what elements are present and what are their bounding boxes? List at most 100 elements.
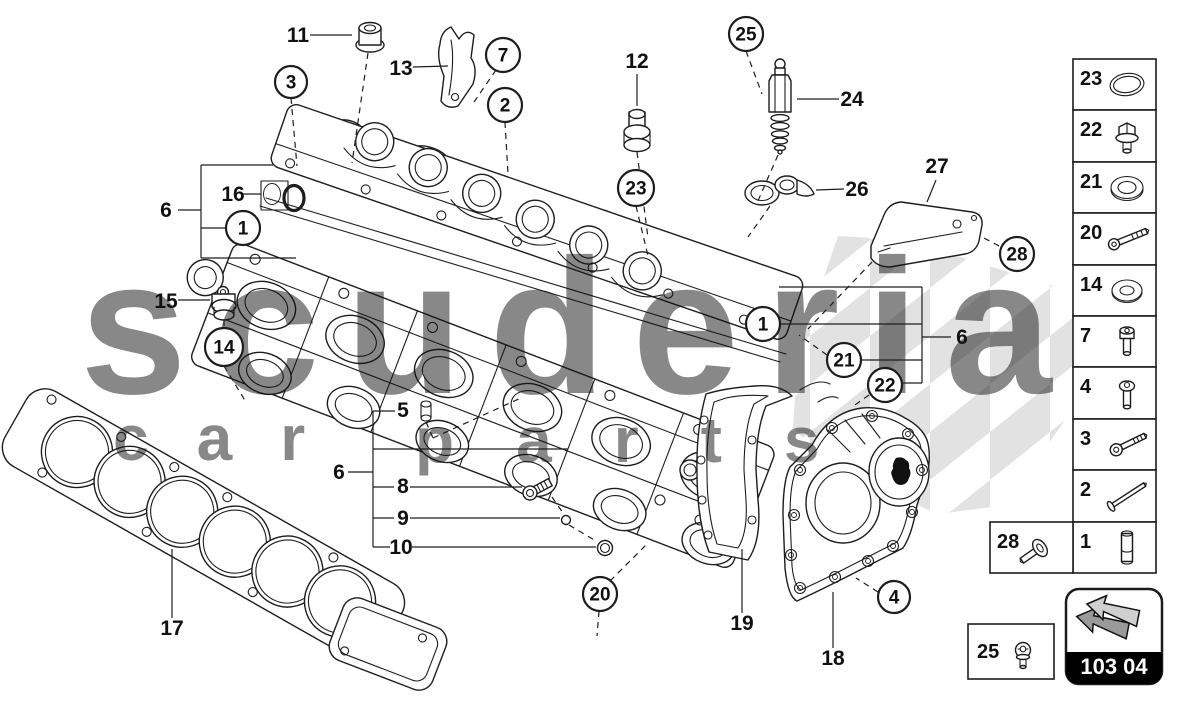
sidebar-cell-number: 21: [1080, 171, 1102, 193]
sidebar-cell-3[interactable]: 3: [1072, 418, 1157, 471]
back-arrow-icon: [1075, 594, 1141, 640]
callout-label-10[interactable]: 10: [389, 536, 412, 559]
callout-label-13[interactable]: 13: [389, 57, 412, 80]
sidebar-cell-number: 20: [1080, 222, 1102, 244]
watermark-line2-right: parts: [415, 404, 882, 476]
callout-circle-number: 2: [500, 96, 511, 117]
sidebar-cell-7[interactable]: 7: [1072, 315, 1157, 368]
footer-part-box[interactable]: 25: [967, 623, 1055, 680]
callout-circle-number: 22: [874, 376, 895, 397]
callout-circle-2[interactable]: 2: [486, 86, 524, 124]
sidebar-cell-number: 22: [1080, 119, 1102, 141]
callout-label-6[interactable]: 6: [956, 326, 968, 349]
plug-part-10-drawing: [596, 539, 614, 557]
callout-circle-number: 20: [589, 585, 610, 606]
sidebar-cell-23[interactable]: 23: [1072, 58, 1157, 111]
dowel-pin-icon: [1120, 530, 1134, 565]
callout-circle-number: 28: [1006, 245, 1027, 266]
callout-label-17[interactable]: 17: [160, 617, 183, 640]
callout-label-16[interactable]: 16: [221, 183, 244, 206]
callout-label-19[interactable]: 19: [730, 612, 753, 635]
callout-circle-7[interactable]: 7: [484, 36, 522, 74]
sidebar-cell-21[interactable]: 21: [1072, 161, 1157, 214]
callout-circle-20[interactable]: 20: [581, 575, 619, 613]
callout-circle-1[interactable]: 1: [744, 305, 782, 343]
callout-circle-3[interactable]: 3: [273, 64, 309, 100]
callout-circle-25[interactable]: 25: [727, 15, 765, 53]
sidebar-cell-20[interactable]: 20: [1072, 212, 1157, 266]
callout-label-18[interactable]: 18: [821, 647, 845, 670]
grommet-part-drawing: [355, 21, 385, 53]
sidebar-cell-number: 1: [1080, 531, 1091, 553]
sidebar-cell-28[interactable]: 28: [989, 521, 1074, 574]
callout-label-24[interactable]: 24: [840, 88, 864, 111]
callout-circle-28[interactable]: 28: [998, 235, 1036, 273]
leader-lines: [171, 34, 1002, 648]
cam-cover-drawing: [270, 104, 804, 340]
callout-label-6[interactable]: 6: [333, 461, 345, 484]
timing-cover-drawing: [782, 407, 930, 602]
callout-circle-number: 7: [498, 46, 509, 67]
spark-plug-drawing: [768, 58, 792, 155]
plug-part-12-drawing: [623, 108, 651, 153]
callout-circle-number: 4: [889, 588, 900, 609]
socket-bolt-icon: [1119, 326, 1135, 356]
bracket-part-drawing: [437, 26, 476, 108]
sidebar-cell-4[interactable]: 4: [1072, 366, 1157, 420]
callout-label-8[interactable]: 8: [397, 475, 409, 498]
sidebar-cell-14[interactable]: 14: [1072, 264, 1157, 317]
callout-circle-22[interactable]: 22: [866, 366, 904, 404]
diagram-code: 103 04: [1080, 654, 1148, 679]
callout-circle-14[interactable]: 14: [203, 326, 245, 368]
watermark: scuderia car parts: [80, 219, 1052, 476]
callout-circle-4[interactable]: 4: [876, 579, 912, 615]
callout-label-27[interactable]: 27: [925, 155, 948, 178]
bull-logo-icon: [891, 457, 911, 485]
head-gasket-tab-drawing: [328, 597, 448, 691]
flat-washer-icon: [1111, 279, 1143, 303]
callout-circle-number: 21: [833, 351, 855, 372]
sidebar-cell-number: 3: [1080, 428, 1091, 450]
callout-circle-number: 25: [735, 25, 757, 46]
countersunk-screw-icon: [1019, 538, 1049, 564]
long-bolt-icon: [1107, 227, 1150, 251]
flange-bolt-icon: [1115, 122, 1139, 154]
sidebar-cell-number: 4: [1080, 376, 1092, 398]
callout-circle-1[interactable]: 1: [224, 209, 262, 247]
callout-circle-number: 1: [758, 315, 769, 336]
sidebar-cell-number: 2: [1080, 479, 1091, 501]
callout-label-12[interactable]: 12: [625, 50, 648, 73]
callout-label-11[interactable]: 11: [287, 24, 310, 47]
callout-circle-21[interactable]: 21: [825, 341, 863, 379]
sidebar-cell-number: 7: [1080, 325, 1091, 347]
ball-part-9-drawing: [560, 514, 572, 526]
timing-cover-gasket-drawing: [696, 381, 839, 561]
o-ring-icon: [1109, 72, 1145, 97]
sidebar-cell-number: 14: [1080, 274, 1103, 296]
angled-bolt-icon: [1109, 432, 1148, 457]
callout-label-9[interactable]: 9: [397, 507, 409, 530]
sidebar-cell-22[interactable]: 22: [1072, 109, 1157, 163]
head-gasket-drawing: [1, 388, 406, 662]
callout-label-26[interactable]: 26: [845, 178, 868, 201]
engine-line-art: [1, 21, 983, 691]
cover-strip-part-drawing: [870, 201, 983, 268]
footer-part-number: 25: [977, 641, 999, 663]
callout-label-5[interactable]: 5: [397, 399, 409, 422]
callout-circle-23[interactable]: 23: [616, 168, 656, 208]
thin-bolt-icon: [1106, 482, 1147, 512]
diagram-code-box[interactable]: 103 04: [1064, 587, 1164, 686]
watermark-line2-left: car: [113, 402, 353, 474]
plug-part-15-drawing: [211, 285, 237, 321]
callout-label-15[interactable]: 15: [154, 290, 178, 313]
sidebar-cell-2[interactable]: 2: [1072, 469, 1157, 523]
sidebar-cell-number: 28: [997, 531, 1019, 553]
o-ring-part-drawing: [260, 180, 306, 213]
sidebar-cell-1[interactable]: 1: [1072, 521, 1157, 574]
button-screw-icon: [1014, 641, 1032, 670]
washer-icon: [1110, 175, 1144, 202]
callout-label-6[interactable]: 6: [160, 199, 172, 222]
pan-screw-icon: [1118, 380, 1136, 410]
